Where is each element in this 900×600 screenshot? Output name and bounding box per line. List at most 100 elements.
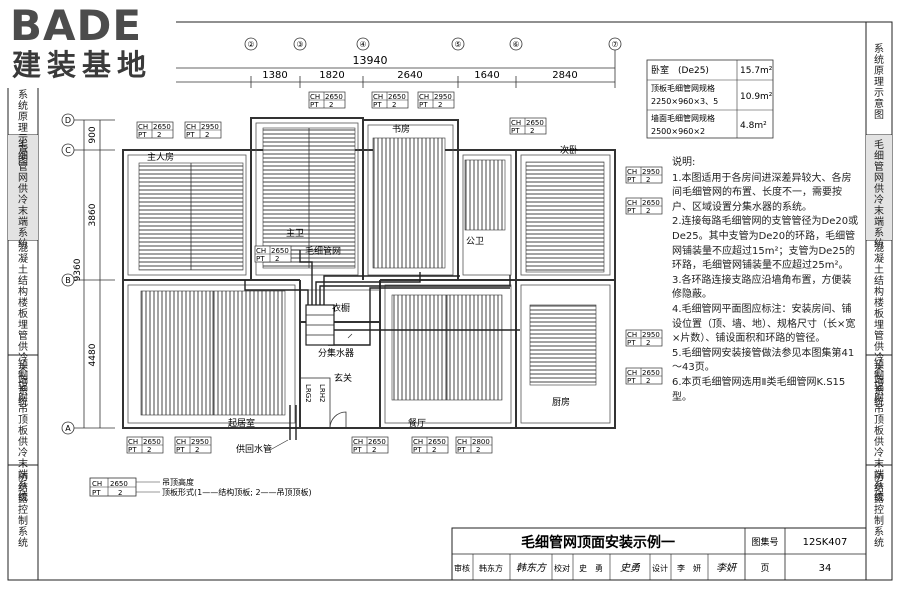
svg-text:2650: 2650 bbox=[368, 438, 386, 446]
dim-left-1: 900 bbox=[88, 126, 98, 143]
svg-text:2650: 2650 bbox=[428, 438, 446, 446]
axis-col-3: ③ bbox=[296, 40, 303, 49]
title-block: 毛细管网顶面安装示例一 图集号 12SK407 审核 韩东方 韩东方 校对 史 … bbox=[451, 527, 867, 581]
svg-text:2: 2 bbox=[432, 446, 436, 454]
legend-pt-val: 2 bbox=[118, 489, 122, 497]
svg-text:2950: 2950 bbox=[642, 331, 660, 339]
floor-plan-inner-lines bbox=[127, 122, 611, 424]
design-label: 设计 bbox=[652, 563, 668, 573]
label-lrh2: LRH2 bbox=[318, 384, 326, 402]
room-living: 起居室 bbox=[228, 417, 255, 429]
area-row-2-name-b: 2250×960×3、5 bbox=[651, 97, 718, 106]
legend-pt: PT bbox=[92, 489, 101, 497]
svg-text:2950: 2950 bbox=[434, 93, 452, 101]
svg-text:CH: CH bbox=[457, 438, 467, 446]
dim-left-4: 4480 bbox=[88, 343, 98, 366]
side-tab-left-5[interactable]: 防结露控制系统 bbox=[18, 472, 28, 549]
side-tab-left-2[interactable]: 毛细管网供冷末端系统 bbox=[18, 140, 28, 250]
dim-total: 13940 bbox=[353, 54, 388, 67]
area-table: 卧室 (De25) 15.7m² 顶板毛细管网规格 2250×960×3、5 1… bbox=[646, 59, 774, 139]
room-master-bedroom: 主人房 bbox=[147, 151, 174, 163]
side-tab-right-2[interactable]: 毛细管网供冷末端系统 bbox=[874, 140, 884, 250]
svg-text:PT: PT bbox=[419, 101, 428, 109]
note-item: 1.本图适用于各房间进深差异较大、各房间毛细管网的布置、长度不一，需要按户、区域… bbox=[672, 172, 852, 213]
svg-text:2: 2 bbox=[476, 446, 480, 454]
area-row-3-name-b: 2500×960×2 bbox=[651, 127, 705, 136]
side-tab-left-1[interactable]: 系统原理示意图 bbox=[18, 90, 28, 167]
side-tab-right-3[interactable]: 混凝土结构楼板埋管供冷末端系统 bbox=[874, 243, 884, 408]
leader-lines bbox=[269, 249, 353, 451]
legend-pt-desc: 顶板形式(1——结构顶板; 2——吊顶顶板) bbox=[162, 487, 312, 497]
dim-seg-5: 1640 bbox=[474, 70, 499, 81]
svg-text:2650: 2650 bbox=[642, 199, 660, 207]
floor-plan-walls bbox=[122, 117, 616, 429]
side-tab-left-4[interactable]: 预制辐射吊顶板供冷末端系统 bbox=[18, 360, 28, 503]
side-tab-right-5[interactable]: 防结露控制系统 bbox=[874, 472, 884, 549]
svg-text:PT: PT bbox=[176, 446, 185, 454]
axis-row-b: B bbox=[65, 276, 71, 285]
svg-text:PT: PT bbox=[256, 255, 265, 263]
svg-text:CH: CH bbox=[186, 123, 196, 131]
svg-text:2: 2 bbox=[646, 339, 650, 347]
svg-text:PT: PT bbox=[457, 446, 466, 454]
axis-row-c: C bbox=[65, 146, 71, 155]
svg-text:PT: PT bbox=[310, 101, 319, 109]
legend-ch: CH bbox=[92, 480, 102, 488]
logo-subtitle: 建装基地 bbox=[12, 48, 153, 82]
svg-text:2: 2 bbox=[438, 101, 442, 109]
note-item: 2.连接每路毛细管网的支管管径为De20或De25。其中支管为De20的环路，毛… bbox=[672, 216, 859, 272]
svg-text:CH: CH bbox=[419, 93, 429, 101]
sheet-title: 毛细管网顶面安装示例一 bbox=[521, 534, 675, 551]
atlas-label: 图集号 bbox=[751, 536, 778, 548]
svg-text:CH: CH bbox=[413, 438, 423, 446]
svg-text:CH: CH bbox=[353, 438, 363, 446]
svg-text:PT: PT bbox=[627, 207, 636, 215]
side-tab-left-3[interactable]: 混凝土结构楼板埋管供冷末端系统 bbox=[18, 243, 28, 408]
room-public-bath: 公卫 bbox=[466, 236, 484, 247]
label-return-pipe: 供回水管 bbox=[236, 443, 272, 455]
check-label: 校对 bbox=[554, 563, 570, 573]
svg-text:CH: CH bbox=[138, 123, 148, 131]
svg-text:CH: CH bbox=[511, 119, 521, 127]
svg-text:PT: PT bbox=[373, 101, 382, 109]
entrance-door bbox=[329, 411, 347, 429]
room-foyer: 玄关 bbox=[334, 372, 352, 384]
dim-seg-4: 2640 bbox=[397, 70, 422, 81]
mat-dividers bbox=[190, 128, 448, 415]
svg-text:2: 2 bbox=[275, 255, 279, 263]
review-signature: 韩东方 bbox=[516, 562, 548, 574]
check-name: 史 勇 bbox=[579, 563, 603, 573]
area-row-1-name: 卧室 (De25) bbox=[651, 64, 709, 76]
svg-text:CH: CH bbox=[128, 438, 138, 446]
legend: CH 2650 PT 2 吊顶高度 顶板形式(1——结构顶板; 2——吊顶顶板) bbox=[89, 477, 312, 497]
manifold-ports bbox=[306, 314, 334, 336]
room-wardrobe: 衣橱 bbox=[332, 302, 350, 314]
notes-title: 说明: bbox=[672, 157, 696, 168]
legend-ch-desc: 吊顶高度 bbox=[162, 477, 194, 487]
area-row-1-value: 15.7m² bbox=[740, 66, 773, 76]
svg-text:2650: 2650 bbox=[271, 247, 289, 255]
svg-text:2: 2 bbox=[329, 101, 333, 109]
side-tab-right-4[interactable]: 预制辐射吊顶板供冷末端系统 bbox=[874, 360, 884, 503]
svg-text:2: 2 bbox=[195, 446, 199, 454]
axis-row-a: A bbox=[65, 424, 71, 433]
axis-col-2: ② bbox=[247, 40, 254, 49]
axis-col-4: ④ bbox=[359, 40, 366, 49]
design-name: 李 妍 bbox=[677, 563, 701, 573]
side-tab-right-1[interactable]: 系统原理示意图 bbox=[874, 44, 884, 121]
svg-text:CH: CH bbox=[256, 247, 266, 255]
svg-text:2800: 2800 bbox=[472, 438, 490, 446]
svg-text:2: 2 bbox=[646, 377, 650, 385]
svg-text:2: 2 bbox=[530, 127, 534, 135]
area-row-3-name-a: 墙面毛细管网规格 bbox=[651, 113, 715, 123]
